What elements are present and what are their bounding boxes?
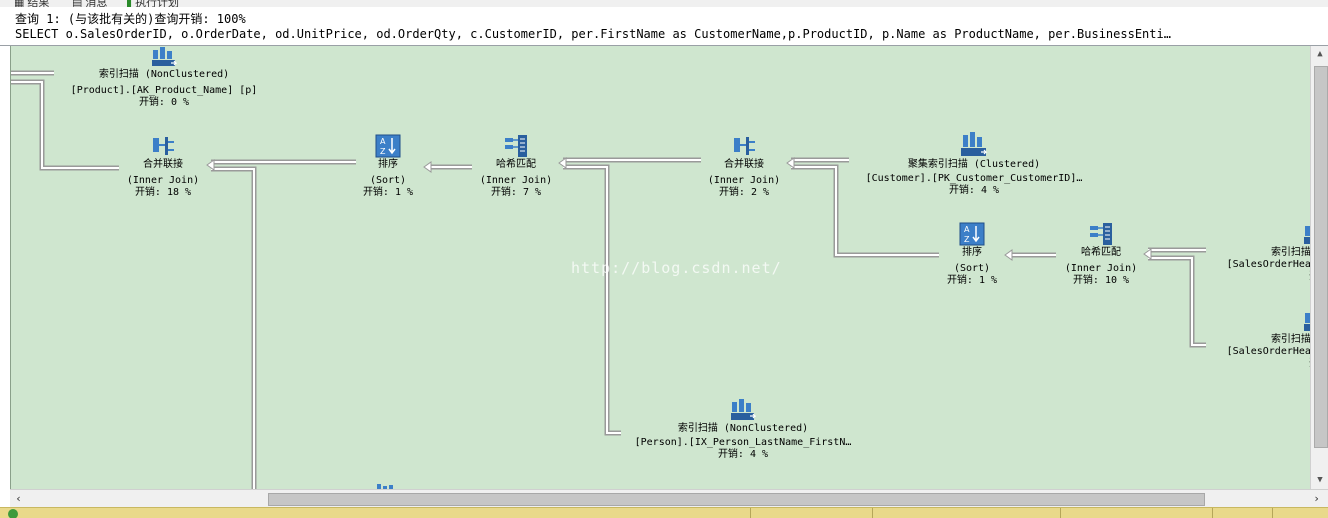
merge-join-icon [734, 137, 755, 155]
success-status-icon [8, 509, 18, 518]
horizontal-scroll-thumb[interactable] [268, 493, 1205, 506]
plan-connectors [11, 70, 1206, 489]
scroll-up-icon[interactable]: ▲ [1317, 49, 1323, 59]
execution-plan-canvas[interactable]: 索引扫描 (NonClustered) [Product].[AK_Produc… [10, 46, 1311, 489]
plan-node-index-scan-soh-1[interactable]: 索引扫描 (N [SalesOrderHeader 开销 [1209, 222, 1311, 283]
scroll-left-icon[interactable]: ‹ [15, 492, 22, 505]
plan-node-sort-1[interactable]: A Z 排序 (Sort) 开销: 1 % [348, 134, 428, 199]
scroll-right-icon[interactable]: › [1313, 492, 1320, 505]
vertical-scroll-thumb[interactable] [1314, 66, 1328, 448]
svg-text:Z: Z [380, 147, 386, 156]
index-scan-icon [1304, 313, 1311, 331]
merge-join-icon [153, 137, 174, 155]
watermark-text: http://blog.csdn.net/ [571, 259, 782, 277]
svg-text:A: A [380, 137, 386, 146]
clipped-node-icon [377, 484, 393, 489]
grid-icon: ▦ [14, 0, 25, 8]
plan-node-merge-join-1[interactable]: 合并联接 (Inner Join) 开销: 18 % [113, 134, 213, 199]
status-bar [0, 507, 1328, 518]
query-header: 查询 1: (与该批有关的)查询开销: 100% SELECT o.SalesO… [0, 7, 1328, 46]
scroll-down-icon[interactable]: ▼ [1317, 475, 1323, 485]
sort-icon: A Z [375, 134, 401, 158]
sort-icon: A Z [959, 222, 985, 246]
tab-messages[interactable]: ▤ 消息 [72, 0, 107, 8]
plan-node-clustered-scan-customer[interactable]: 聚集索引扫描 (Clustered) [Customer].[PK_Custom… [849, 132, 1099, 197]
plan-node-hash-match-1[interactable]: 哈希匹配 (Inner Join) 开销: 7 % [466, 134, 566, 199]
plan-node-sort-2[interactable]: A Z 排序 (Sort) 开销: 1 % [932, 222, 1012, 287]
hash-match-icon [1090, 223, 1112, 245]
query-cost-title: 查询 1: (与该批有关的)查询开销: 100% [15, 12, 246, 26]
clustered-index-scan-icon [961, 132, 988, 156]
hash-match-icon [505, 135, 527, 157]
plan-node-merge-join-2[interactable]: 合并联接 (Inner Join) 开销: 2 % [694, 134, 794, 199]
horizontal-scrollbar[interactable]: ‹ › [10, 489, 1328, 507]
tab-execution-plan[interactable]: ▮ 执行计划 [126, 0, 179, 8]
index-scan-icon [731, 399, 756, 420]
index-scan-icon [1304, 226, 1311, 244]
plan-node-index-scan-person[interactable]: 索引扫描 (NonClustered) [Person].[IX_Person_… [623, 398, 863, 461]
plan-node-hash-match-2[interactable]: 哈希匹配 (Inner Join) 开销: 10 % [1051, 222, 1151, 287]
plan-node-index-scan-soh-2[interactable]: 索引扫描 (N [SalesOrderHeader 开销 [1209, 309, 1311, 370]
index-scan-icon [152, 47, 177, 66]
plan-node-index-scan-product[interactable]: 索引扫描 (NonClustered) [Product].[AK_Produc… [59, 46, 269, 109]
vertical-scrollbar[interactable]: ▲ ▼ [1310, 46, 1328, 489]
query-sql-text[interactable]: SELECT o.SalesOrderID, o.OrderDate, od.U… [15, 27, 1171, 41]
plan-icon: ▮ [126, 0, 133, 8]
tab-results[interactable]: ▦ 结果 [14, 0, 49, 8]
svg-text:Z: Z [964, 235, 970, 244]
message-icon: ▤ [72, 0, 83, 8]
svg-text:A: A [964, 225, 970, 234]
